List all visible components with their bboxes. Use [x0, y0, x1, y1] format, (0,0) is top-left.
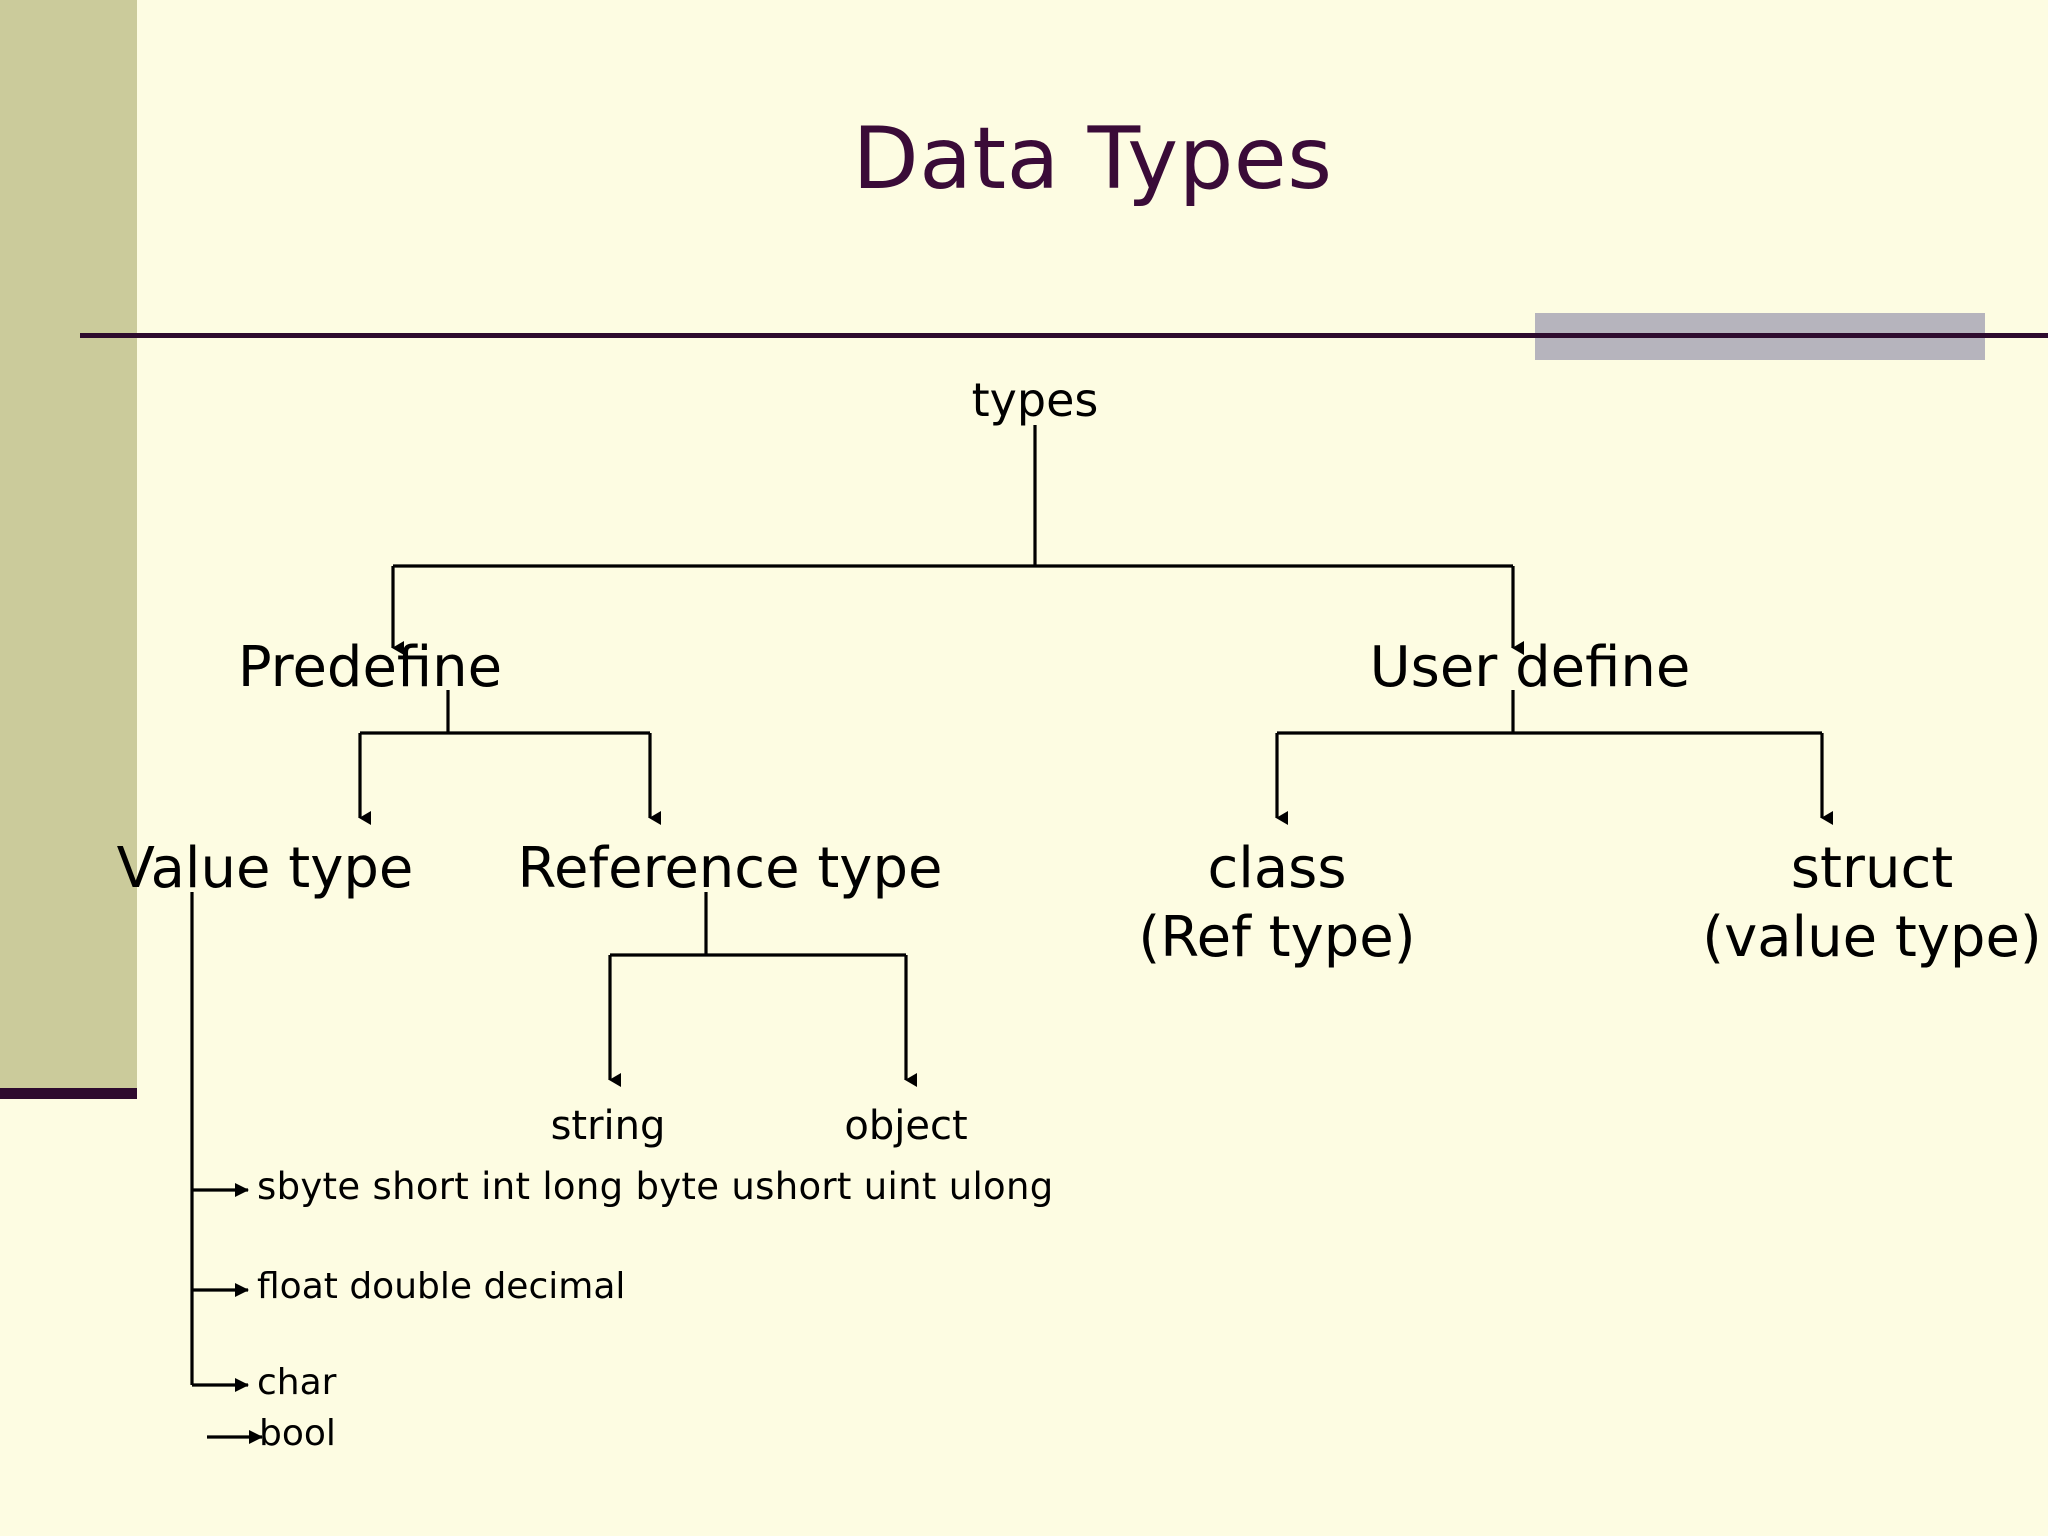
tree-node-object: object [844, 1103, 968, 1149]
tree-node-string: string [550, 1103, 666, 1149]
sidebar-olive-band [0, 0, 137, 1088]
tree-node-class-sublabel: (Ref type) [1138, 905, 1416, 970]
tree-node-class-label: class [1207, 836, 1347, 901]
title-divider-rule [80, 333, 2048, 338]
tree-node-value-type: Value type [116, 836, 414, 901]
tree-leaf-integral-types: sbyte short int long byte ushort uint ul… [257, 1165, 1054, 1208]
tree-node-class: class (Ref type) [1138, 836, 1415, 970]
tree-node-predefine: Predefine [237, 635, 503, 700]
tree-node-reference-type: Reference type [517, 836, 943, 901]
tree-leaf-floating-types: float double decimal [257, 1266, 626, 1307]
sidebar-accent-bar [0, 1088, 137, 1099]
tree-leaf-bool-type: bool [259, 1413, 336, 1454]
tree-node-user-define: User define [1369, 635, 1691, 700]
tree-node-struct: struct (value type) [1702, 836, 2042, 970]
tree-leaf-char-type: char [257, 1362, 337, 1403]
tree-node-struct-sublabel: (value type) [1702, 905, 2042, 970]
tree-node-struct-label: struct [1790, 836, 1954, 901]
page-title: Data Types [852, 109, 1333, 209]
tree-node-types: types [971, 373, 1099, 427]
